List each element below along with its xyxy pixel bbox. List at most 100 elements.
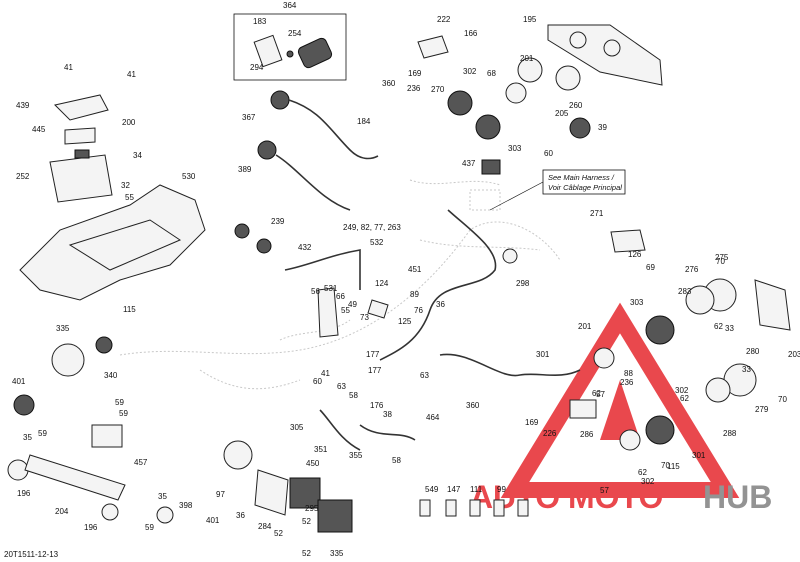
callout-label: 62	[592, 389, 601, 398]
callout-label: 286	[580, 430, 594, 439]
callout-label: 70	[716, 257, 725, 266]
callout-label: 57	[596, 390, 605, 399]
callout-label: 58	[349, 391, 358, 400]
callout-label: 169	[408, 69, 422, 78]
callout-label: 367	[242, 113, 256, 122]
harness-367-389	[234, 90, 379, 254]
callout-label: 111	[470, 485, 483, 494]
callout-label: 62	[638, 468, 647, 477]
fuse-kit-box	[233, 13, 347, 81]
callout-label: 89	[410, 290, 419, 299]
callout-label: 204	[55, 507, 69, 516]
callout-label: 70	[661, 461, 670, 470]
center-harness	[317, 209, 581, 377]
battery-tray-530	[19, 184, 206, 301]
callout-label: 280	[746, 347, 760, 356]
callout-label: 36	[236, 511, 245, 520]
callout-label: 41	[321, 369, 330, 378]
callout-label: 124	[375, 279, 389, 288]
right-light-assemblies	[569, 229, 791, 451]
callout-label: 38	[383, 410, 392, 419]
callout-label: 76	[414, 306, 423, 315]
callout-label: 66	[336, 292, 345, 301]
callout-label: 41	[127, 70, 136, 79]
wire-532	[284, 249, 361, 290]
callout-label: 200	[122, 118, 136, 127]
callout-label: 294	[250, 63, 264, 72]
callout-label: 63	[420, 371, 429, 380]
callout-label: 52	[302, 549, 311, 558]
left-light-assemblies	[7, 336, 253, 524]
callout-label: 298	[516, 279, 530, 288]
callout-label: 249, 82, 77, 263	[343, 223, 401, 232]
callout-label: 59	[119, 409, 128, 418]
watermark-text-3: HUB	[703, 479, 772, 515]
callout-label: 35	[158, 492, 167, 501]
callout-label: 59	[145, 523, 154, 532]
callout-label: 177	[366, 350, 380, 359]
callout-label: 99	[497, 485, 506, 494]
callout-label: 301	[692, 451, 706, 460]
callout-label: 125	[398, 317, 412, 326]
callout-label: 340	[104, 371, 118, 380]
callout-label: 401	[206, 516, 220, 525]
callout-label: 41	[64, 63, 73, 72]
callout-label: 32	[121, 181, 130, 190]
callout-label: 36	[436, 300, 445, 309]
callout-label: 445	[32, 125, 46, 134]
callout-label: 270	[431, 85, 445, 94]
harness-note-line-2: Voir Câblage Principal	[548, 183, 622, 192]
headlight-assemblies	[417, 35, 591, 175]
callout-label: 335	[330, 549, 344, 558]
callout-label: 201	[578, 322, 592, 331]
callout-label: 254	[288, 29, 302, 38]
callout-label: 302	[641, 477, 655, 486]
callout-label: 63	[337, 382, 346, 391]
callout-label: 60	[313, 377, 322, 386]
callout-label: 68	[487, 69, 496, 78]
callout-label: 305	[290, 423, 304, 432]
callout-label: 335	[56, 324, 70, 333]
callout-label: 236	[620, 378, 634, 387]
callout-label: 532	[370, 238, 384, 247]
watermark-text-1: AUTO	[470, 479, 560, 515]
callout-label: 284	[258, 522, 272, 531]
callout-label: 260	[569, 101, 583, 110]
callout-label: 177	[368, 366, 382, 375]
callout-label: 52	[274, 529, 283, 538]
callout-label: 57	[600, 486, 609, 495]
battery-group	[49, 94, 113, 203]
callout-label: 464	[426, 413, 440, 422]
callout-label: 236	[407, 84, 421, 93]
callout-label: 60	[544, 149, 553, 158]
callout-label: 184	[357, 117, 371, 126]
callout-label: 401	[12, 377, 26, 386]
callout-label: 147	[447, 485, 461, 494]
callout-label: 49	[348, 300, 357, 309]
callout-label: 59	[115, 398, 124, 407]
callout-label: 437	[462, 159, 476, 168]
callout-label: 35	[23, 433, 32, 442]
callout-label: 88	[624, 369, 633, 378]
callout-label: 389	[238, 165, 252, 174]
callout-label: 360	[382, 79, 396, 88]
callout-label: 70	[778, 395, 787, 404]
callout-label: 432	[298, 243, 312, 252]
callout-label: 283	[678, 287, 692, 296]
callout-label: 196	[17, 489, 31, 498]
callout-label: 169	[525, 418, 539, 427]
main-harness-ghost	[119, 179, 561, 390]
callout-label: 364	[283, 1, 297, 10]
callout-label: 226	[543, 429, 557, 438]
callout-label: 303	[508, 144, 522, 153]
callout-label: 355	[349, 451, 363, 460]
callout-label: 271	[590, 209, 604, 218]
callout-label: 279	[755, 405, 769, 414]
bottom-modules	[254, 409, 416, 533]
callout-label: 301	[536, 350, 550, 359]
callout-label: 450	[306, 459, 320, 468]
callout-label: 115	[123, 305, 136, 314]
callout-label: 97	[216, 490, 225, 499]
